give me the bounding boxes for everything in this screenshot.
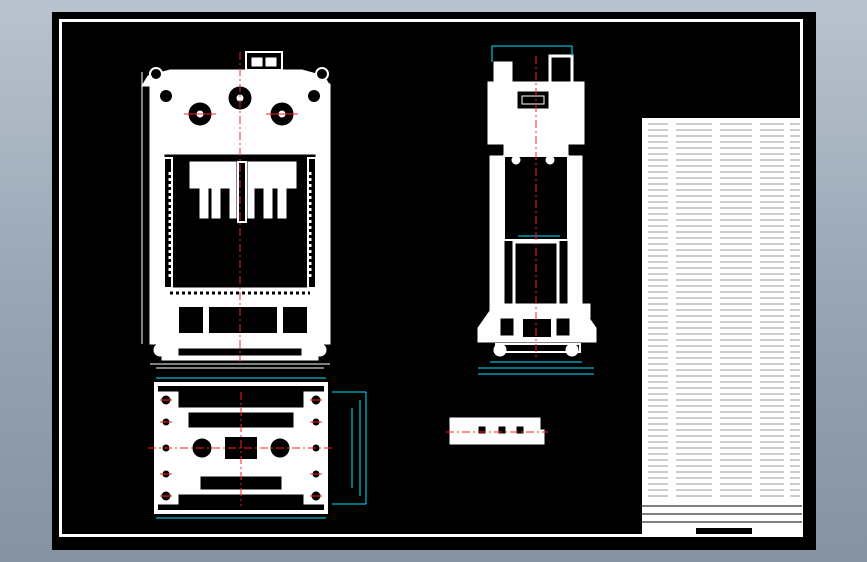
- front-view: [141, 51, 331, 369]
- side-view: [477, 54, 597, 357]
- front-view-left-column: [149, 153, 165, 305]
- cad-drawing: [141, 45, 802, 536]
- side-view-window: [514, 88, 552, 112]
- detail-part: [449, 417, 545, 445]
- side-view-dimensions: [478, 45, 594, 375]
- front-view-top-lug: [245, 51, 283, 71]
- front-view-slide-left: [189, 161, 233, 189]
- plan-view: [154, 382, 328, 514]
- plan-view-dimensions: [156, 377, 367, 519]
- title-block: [642, 118, 802, 536]
- front-view-slide-right: [253, 161, 297, 189]
- drawing-sheet: [52, 12, 816, 550]
- front-view-right-column: [315, 153, 331, 305]
- title-block-title-cell: [696, 528, 752, 534]
- side-view-column: [489, 155, 505, 307]
